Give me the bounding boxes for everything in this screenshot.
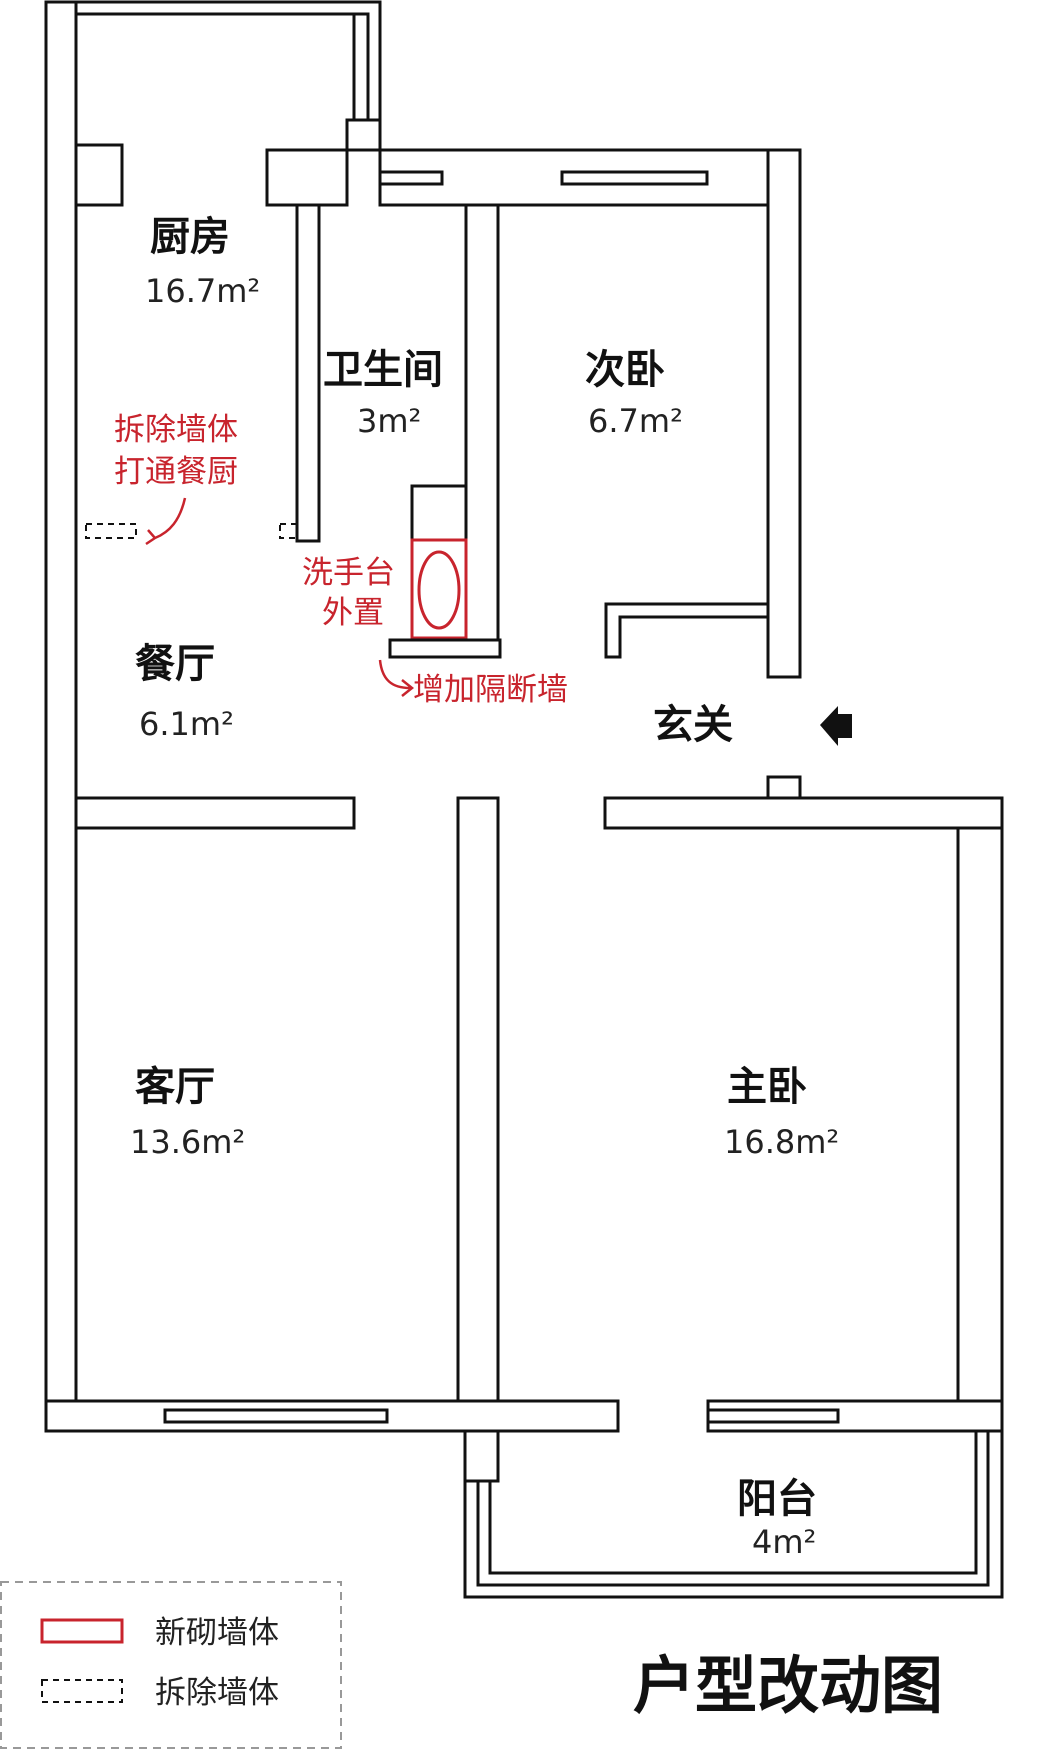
wall-master-top [603,796,1004,830]
wall-right-upper [766,148,802,679]
new-wall-partition [388,638,502,659]
window-living [163,1408,389,1424]
removed-walls [85,523,298,539]
room-area-dining: 6.1m² [139,705,234,743]
note-sink-line2: 外置 [322,595,384,631]
annotation-arrow-partition [378,659,415,697]
walls [44,0,1004,1599]
wall-living-master [456,796,500,1433]
room-name-dining: 餐厅 [135,641,215,687]
window-bedroom2 [560,170,709,186]
wall-kitchen-top-mid [265,148,349,207]
room-name-entrance: 玄关 [653,702,733,748]
new-walls [388,538,502,659]
window-master [706,1408,840,1424]
removed-wall-left [85,523,137,539]
note-remove-line1: 拆除墙体 [114,412,238,448]
wall-right-lower [956,826,1004,1433]
legend-new-wall-swatch [40,1618,124,1644]
sink-basin-icon [417,550,461,630]
room-name-bathroom: 卫生间 [323,347,443,393]
wall-kitchen-right-upper [345,118,382,152]
wall-entrance-stub [766,775,802,801]
wall-bath-bed-divider [464,203,500,659]
legend-new-wall-label: 新砌墙体 [155,1615,279,1651]
wall-left-outer [44,0,78,1433]
room-area-master-bedroom: 16.8m² [724,1123,839,1161]
window-bath [378,170,444,186]
annotation-arrow-remove [145,497,187,546]
room-area-second-bedroom: 6.7m² [588,402,683,440]
note-sink-line1: 洗手台 [302,555,395,591]
room-area-balcony: 4m² [752,1523,816,1561]
note-remove-line2: 打通餐厨 [114,454,238,490]
kitchen-bay-frame [76,0,382,120]
plan-title: 户型改动图 [633,1649,943,1722]
legend-removed-wall-label: 拆除墙体 [155,1675,279,1711]
room-name-balcony: 阳台 [737,1476,817,1522]
balcony-left-post [463,1429,500,1483]
room-name-living: 客厅 [135,1064,215,1110]
wall-kitchen-top-left [74,143,124,207]
wall-bedroom2-closet [604,602,770,659]
legend-frame [0,1581,342,1749]
room-name-kitchen: 厨房 [150,214,230,260]
wall-kitchen-bath-divider [295,203,321,543]
removed-wall-right [279,523,298,539]
room-name-master-bedroom: 主卧 [727,1064,807,1110]
entrance-arrow-icon [820,706,852,746]
room-area-kitchen: 16.7m² [145,272,260,310]
balcony-frame [463,1431,1004,1599]
legend-removed-wall-swatch [41,1679,123,1703]
room-area-bathroom: 3m² [357,402,421,440]
legend: 新砌墙体 拆除墙体 [0,1581,342,1749]
note-partition: 增加隔断墙 [413,672,568,708]
wall-dining-living [74,796,356,830]
room-area-living: 13.6m² [130,1123,245,1161]
room-name-second-bedroom: 次卧 [585,347,665,393]
